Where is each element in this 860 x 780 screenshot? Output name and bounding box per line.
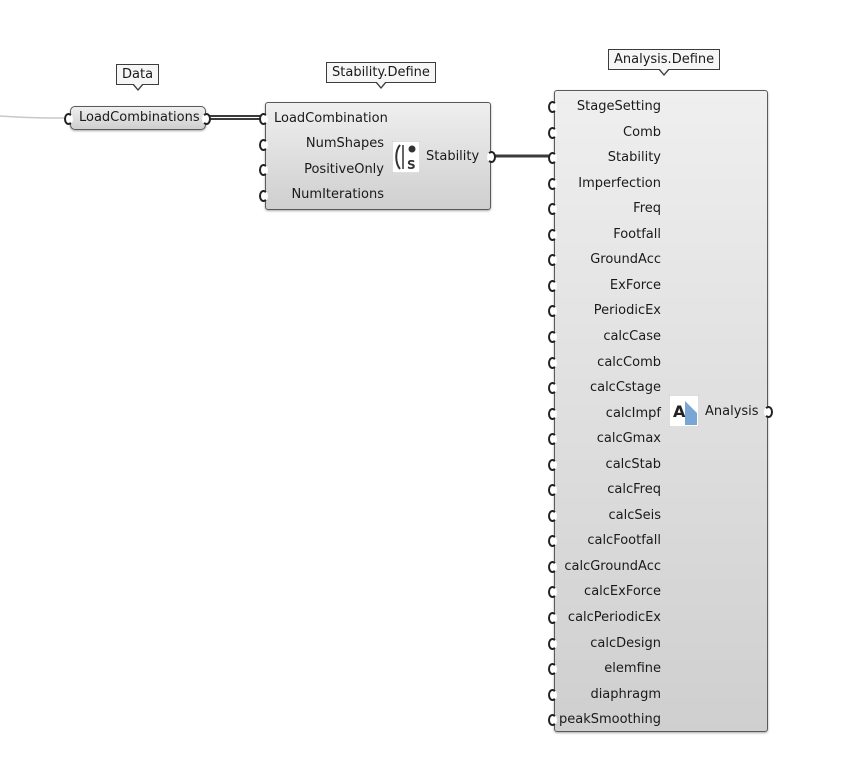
stability-icon: S (392, 141, 420, 173)
analysis-grip-calcseis[interactable] (548, 509, 557, 522)
analysis-input-calccomb: calcComb (597, 354, 661, 370)
analysis-input-calccase: calcCase (603, 328, 661, 344)
analysis-input-comb: Comb (623, 124, 661, 140)
analysis-input-periodicex: PeriodicEx (593, 303, 661, 319)
svg-text:S: S (407, 158, 416, 172)
stability-grip-numshapes[interactable] (259, 139, 268, 151)
analysis-grip-footfall[interactable] (548, 228, 557, 241)
analysis-input-calcgroundacc: calcGroundAcc (564, 558, 661, 574)
analysis-grip-calcexforce[interactable] (548, 586, 557, 599)
analysis-input-calcfreq: calcFreq (607, 482, 661, 498)
analysis-grip-stability[interactable] (548, 152, 557, 165)
analysis-input-imperfection: Imperfection (578, 175, 661, 191)
analysis-grip-periodicex[interactable] (548, 305, 557, 318)
analysis-grip-calcdesign[interactable] (548, 637, 557, 650)
analysis-grip-calcimpf[interactable] (548, 407, 557, 420)
analysis-input-calcstab: calcStab (605, 456, 661, 472)
stability-output-label: Stability (426, 149, 480, 164)
stability-define-component[interactable]: LoadCombination NumShapes PositiveOnly N… (265, 102, 491, 210)
analysis-grip-imperfection[interactable] (548, 177, 557, 190)
analysis-grip-calcgmax[interactable] (548, 433, 557, 446)
stability-grip-loadcombination[interactable] (259, 113, 268, 125)
analysis-grip-elemfine[interactable] (548, 663, 557, 676)
analysis-input-stability: Stability (607, 150, 661, 166)
analysis-input-calcexforce: calcExForce (584, 584, 661, 600)
analysis-input-exforce: ExForce (609, 277, 661, 293)
analysis-grip-comb[interactable] (548, 126, 557, 139)
stability-output-grip[interactable] (487, 151, 496, 163)
stability-grip-positiveonly[interactable] (259, 164, 268, 176)
data-output-grip[interactable] (202, 113, 211, 125)
analysis-grip-diaphragm[interactable] (548, 688, 557, 701)
analysis-input-calcimpf: calcImpf (605, 405, 661, 421)
analysis-input-calcdesign: calcDesign (590, 635, 661, 651)
analysis-input-peaksmoothing: peakSmoothing (558, 712, 661, 728)
analysis-input-elemfine: elemfine (604, 661, 661, 677)
analysis-grip-peaksmoothing[interactable] (548, 714, 557, 727)
analysis-grip-calccomb[interactable] (548, 356, 557, 369)
data-tag: Data (116, 64, 160, 91)
analysis-grip-calccstage[interactable] (548, 382, 557, 395)
analysis-input-calcgmax: calcGmax (596, 431, 661, 447)
analysis-output-label: Analysis (705, 404, 759, 419)
stability-input-positiveonly: PositiveOnly (304, 162, 384, 177)
data-input-grip[interactable] (64, 113, 73, 125)
analysis-grip-groundacc[interactable] (548, 254, 557, 267)
analysis-grip-freq[interactable] (548, 203, 557, 216)
analysis-output-grip[interactable] (764, 406, 773, 418)
analysis-grip-calcfreq[interactable] (548, 484, 557, 497)
analysis-define-tag: Analysis.Define (608, 49, 721, 76)
stability-grip-numiterations[interactable] (259, 190, 268, 202)
data-parameter[interactable]: LoadCombinations (70, 106, 206, 130)
analysis-input-diaphragm: diaphragm (590, 686, 661, 702)
analysis-input-calcseis: calcSeis (608, 507, 661, 523)
analysis-grip-calcfootfall[interactable] (548, 535, 557, 548)
analysis-grip-stagesetting[interactable] (548, 101, 557, 113)
analysis-grip-calcperiodicex[interactable] (548, 612, 557, 624)
analysis-input-calcfootfall: calcFootfall (587, 533, 661, 549)
incoming-wire (0, 115, 69, 119)
data-parameter-label: LoadCombinations (79, 110, 200, 125)
stability-input-numiterations: NumIterations (291, 187, 384, 202)
analysis-input-footfall: Footfall (613, 226, 661, 242)
analysis-grip-exforce[interactable] (548, 279, 557, 292)
analysis-input-calcperiodicex: calcPeriodicEx (567, 610, 661, 625)
analysis-grip-calcstab[interactable] (548, 458, 557, 471)
analysis-input-calccstage: calcCstage (589, 380, 661, 396)
analysis-grip-calccase[interactable] (548, 330, 557, 343)
stability-define-tag: Stability.Define (326, 62, 436, 89)
stability-input-loadcombination: LoadCombination (274, 111, 388, 126)
stability-input-numshapes: NumShapes (305, 136, 384, 151)
analysis-icon: A (669, 395, 699, 427)
analysis-input-stagesetting: StageSetting (576, 99, 661, 114)
svg-text:A: A (673, 402, 686, 421)
analysis-input-freq: Freq (633, 201, 661, 217)
analysis-grip-calcgroundacc[interactable] (548, 560, 557, 573)
analysis-input-groundacc: GroundAcc (590, 252, 661, 268)
